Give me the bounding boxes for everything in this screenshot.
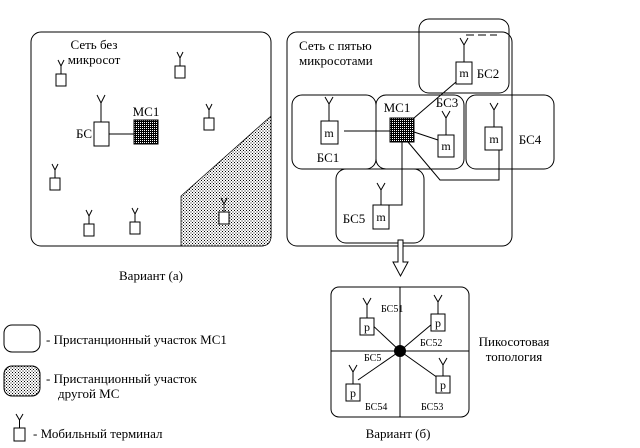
microcell-bs2-area (418, 18, 510, 94)
legend-other-area-swatch (3, 365, 41, 397)
mobile-terminal-icon (49, 163, 61, 191)
bs54-station: p (345, 364, 361, 402)
bs51-station: p (359, 297, 375, 336)
mobile-terminals (49, 51, 230, 237)
bs53-label: БС53 (421, 402, 443, 413)
mobile-terminal-icon (129, 207, 141, 235)
bs4-label: БС4 (519, 132, 542, 147)
microcell-bs4-area (465, 94, 555, 170)
bs4-marker: m (489, 132, 499, 146)
bs5-marker: m (376, 210, 386, 224)
mobile-terminal-icon (83, 209, 95, 237)
bs2-station: m (455, 37, 473, 85)
caption-variant-b: Вариант (б) (366, 426, 431, 441)
bs3-station: m (437, 110, 455, 158)
bs-label: БС (76, 126, 92, 141)
mobile-terminal-icon (203, 103, 215, 131)
panel-a-title-line2: микросот (68, 52, 121, 67)
ms1-area (375, 94, 465, 170)
mobile-terminal-icon (218, 197, 230, 225)
legend-other-area-text-2: другой МС (58, 386, 119, 401)
panel-b: Сеть с пятью микросотами МС1 m БС1 (286, 18, 555, 278)
bs4-station: m (484, 102, 503, 151)
pico-panel: p БС51 p БС52 БС5 p БС54 p БС53 Пик (330, 286, 550, 441)
microcell-bs5-area (335, 168, 425, 244)
link-ms1-bs2 (413, 81, 457, 119)
bs1-marker: m (324, 126, 334, 140)
caption-variant-a: Вариант (а) (119, 268, 183, 283)
panel-a: Сеть без микросот БС МС1 (30, 31, 272, 283)
bs52-station: p (430, 294, 446, 332)
bs54-marker: p (350, 386, 356, 400)
bs5-hub (394, 345, 406, 357)
bs51-marker: p (364, 320, 370, 334)
legend-other-area-text-1: - Пристанционный участок (46, 371, 198, 386)
bs5-hub-label: БС5 (364, 353, 381, 364)
link-ms1-bs5 (389, 142, 403, 206)
legend-terminal-text: - Мобильный терминал (33, 426, 163, 441)
legend-ms1-area-swatch (3, 324, 41, 353)
link-bs52 (399, 323, 433, 352)
bs2-marker: m (459, 66, 469, 80)
mobile-terminal-icon (55, 59, 67, 87)
bs52-marker: p (435, 316, 441, 330)
bs3-marker: m (441, 139, 451, 153)
base-station-box (93, 121, 110, 147)
expand-arrow-icon (392, 239, 409, 278)
ms1-label-b: МС1 (384, 100, 411, 115)
link-bs53 (399, 350, 439, 379)
ms1-switch (133, 119, 159, 145)
bs3-label: БС3 (436, 95, 459, 110)
bs53-marker: p (440, 378, 446, 392)
bs2-label: БС2 (477, 66, 500, 81)
bs52-label: БС52 (420, 338, 442, 349)
base-station (93, 94, 110, 147)
mobile-terminal-icon (174, 51, 186, 79)
ms1-label: МС1 (133, 104, 160, 119)
legend-ms1-area-text: - Пристанционный участок МС1 (46, 332, 227, 347)
link-ms1-bs4 (407, 141, 500, 181)
link-bs54 (357, 350, 401, 381)
bs1-label: БС1 (317, 150, 340, 165)
bs1-station: m (320, 96, 339, 145)
legend: - Пристанционный участок МС1 - Пристанци… (3, 324, 227, 442)
panel-b-title-line1: Сеть с пятью (299, 38, 372, 53)
bs51-label: БС51 (381, 304, 403, 315)
bs53-station: p (435, 357, 451, 394)
bs5-label: БС5 (343, 211, 366, 226)
panel-a-title-line1: Сеть без (71, 37, 118, 52)
bs5-station: m (372, 182, 390, 230)
bs54-label: БС54 (365, 402, 387, 413)
ms1-switch-b (389, 117, 415, 143)
pico-topology-line2: топология (486, 349, 543, 364)
pico-topology-line1: Пикосотовая (479, 334, 550, 349)
other-ms-area (180, 115, 272, 247)
link-ms1-bs3 (413, 131, 439, 141)
legend-terminal-icon (13, 413, 26, 442)
panel-b-title-line2: микросотами (299, 53, 373, 68)
